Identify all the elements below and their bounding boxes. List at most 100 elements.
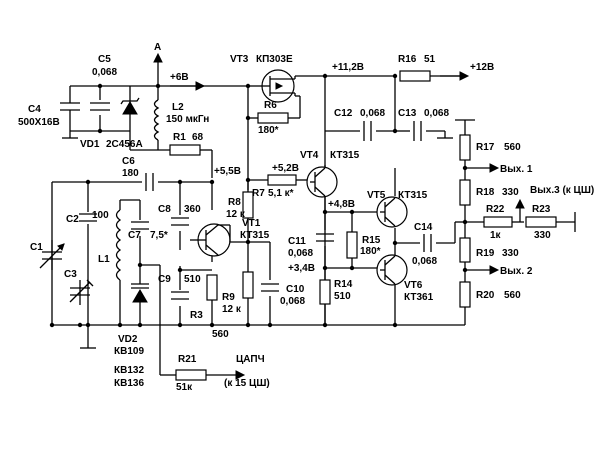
capacitor-c9 bbox=[171, 291, 189, 300]
label-c4-value: 500X16В bbox=[18, 117, 60, 128]
label-r3: R3 bbox=[190, 310, 203, 321]
capacitor-c14 bbox=[423, 234, 432, 252]
transistor-vt1 bbox=[190, 223, 231, 257]
label-r16: R16 bbox=[398, 54, 417, 65]
label-a: A bbox=[154, 42, 161, 53]
resistor-r19 bbox=[459, 237, 471, 263]
label-r20: R20 bbox=[476, 290, 495, 301]
label-l1: L1 bbox=[98, 254, 110, 265]
label-r18-value: 330 bbox=[502, 187, 519, 198]
label-c11-value: 0,068 bbox=[288, 248, 313, 259]
label-plus-5-5v: +5,5В bbox=[214, 166, 241, 177]
capacitor-c4 bbox=[60, 100, 80, 115]
label-c2-value: 100 bbox=[92, 210, 109, 221]
label-plus-11-2v: +11,2В bbox=[332, 62, 364, 73]
label-r7-value: 5,1 к* bbox=[268, 188, 294, 199]
labels: A +6В +11,2В +12В C5 0,068 C4 500X16В VD… bbox=[18, 42, 594, 393]
label-r14-value: 510 bbox=[334, 291, 351, 302]
label-r9-value: 12 к bbox=[222, 304, 242, 315]
zener-diode-vd1 bbox=[120, 97, 140, 115]
capacitor-c8 bbox=[171, 217, 189, 226]
label-r14: R14 bbox=[334, 279, 353, 290]
label-plus-6v: +6В bbox=[170, 72, 189, 83]
resistor-r17 bbox=[459, 134, 471, 161]
label-r20-value: 560 bbox=[504, 290, 521, 301]
label-r17-value: 560 bbox=[504, 142, 521, 153]
label-c8: C8 bbox=[158, 204, 171, 215]
label-vd2: VD2 bbox=[118, 334, 138, 345]
label-r21: R21 bbox=[178, 354, 197, 365]
capacitor-c6 bbox=[145, 173, 154, 191]
label-c13: C13 bbox=[398, 108, 417, 119]
label-plus-5-2v: +5,2В bbox=[272, 163, 299, 174]
label-c12-value: 0,068 bbox=[360, 108, 385, 119]
resistor-r21 bbox=[175, 369, 207, 381]
label-vd2-alt1: КВ132 bbox=[114, 365, 144, 376]
resistor-r22 bbox=[483, 216, 513, 228]
label-c12: C12 bbox=[334, 108, 353, 119]
label-r18: R18 bbox=[476, 187, 495, 198]
capacitor-c12 bbox=[363, 121, 372, 141]
label-r8: R8 bbox=[228, 197, 241, 208]
label-r23-value: 330 bbox=[534, 230, 551, 241]
label-r7: R7 bbox=[252, 188, 265, 199]
label-vt1-value: КТ315 bbox=[240, 230, 270, 241]
label-c10-value: 0,068 bbox=[280, 296, 305, 307]
resistor-r8 bbox=[242, 191, 254, 219]
label-vt5-value: КТ315 bbox=[398, 190, 428, 201]
label-apch-sub: (к 15 ЦШ) bbox=[224, 378, 270, 389]
label-r19-value: 330 bbox=[502, 248, 519, 259]
label-c7: C7 bbox=[128, 230, 141, 241]
label-vd1-value: 2C456A bbox=[106, 139, 143, 150]
label-vt5: VT5 bbox=[367, 190, 386, 201]
transistor-vt4 bbox=[306, 166, 338, 212]
label-out2: Вых. 2 bbox=[500, 266, 533, 277]
transistor-vt5 bbox=[376, 196, 408, 228]
label-c9-value: 510 bbox=[184, 274, 201, 285]
label-vt6: VT6 bbox=[404, 280, 423, 291]
resistor-r20 bbox=[459, 281, 471, 308]
label-r15-value: 180* bbox=[360, 246, 381, 257]
resistor-r7 bbox=[267, 174, 297, 186]
label-plus-3-4v: +3,4В bbox=[288, 263, 315, 274]
label-apch: ЦАПЧ bbox=[236, 354, 265, 365]
label-r6: R6 bbox=[264, 100, 277, 111]
label-r22-value: 1к bbox=[490, 230, 502, 241]
label-r22: R22 bbox=[486, 204, 505, 215]
label-r17: R17 bbox=[476, 142, 495, 153]
variable-capacitor-c1 bbox=[39, 243, 65, 269]
label-c5-value: 0,068 bbox=[92, 67, 117, 78]
label-c13-value: 0,068 bbox=[424, 108, 449, 119]
components bbox=[39, 52, 557, 381]
label-l2: L2 bbox=[172, 102, 184, 113]
label-vd1: VD1 bbox=[80, 139, 100, 150]
label-c8-value: 360 bbox=[184, 204, 201, 215]
label-c11: C11 bbox=[288, 236, 306, 247]
capacitor-c7 bbox=[131, 221, 149, 230]
resistor-r15 bbox=[346, 231, 358, 259]
label-c2: C2 bbox=[66, 214, 79, 225]
label-r19: R19 bbox=[476, 248, 495, 259]
resistor-r14 bbox=[319, 279, 331, 305]
transistor-vt6 bbox=[376, 254, 408, 286]
resistor-r3 bbox=[206, 274, 218, 301]
label-r23: R23 bbox=[532, 204, 551, 215]
label-r9: R9 bbox=[222, 292, 235, 303]
label-c3: C3 bbox=[64, 269, 77, 280]
label-c1: C1 bbox=[30, 242, 43, 253]
capacitor-c11 bbox=[316, 233, 334, 242]
transistor-vt3 bbox=[261, 69, 296, 103]
label-c7-value: 7,5* bbox=[150, 230, 168, 241]
label-out3: Вых.3 (к ЦШ) bbox=[530, 185, 594, 196]
label-plus-4-8v: +4,8В bbox=[328, 199, 355, 210]
label-l2-value: 150 мкГн bbox=[166, 114, 209, 125]
label-r6-value: 180* bbox=[258, 125, 279, 136]
capacitor-c10 bbox=[261, 283, 279, 292]
trimmer-capacitor-c3 bbox=[69, 279, 94, 303]
label-c9: C9 bbox=[158, 274, 171, 285]
capacitor-c2 bbox=[79, 213, 97, 222]
resistor-r23 bbox=[525, 216, 557, 228]
resistor-r16 bbox=[399, 70, 431, 82]
label-r8-value: 12 к bbox=[226, 209, 246, 220]
